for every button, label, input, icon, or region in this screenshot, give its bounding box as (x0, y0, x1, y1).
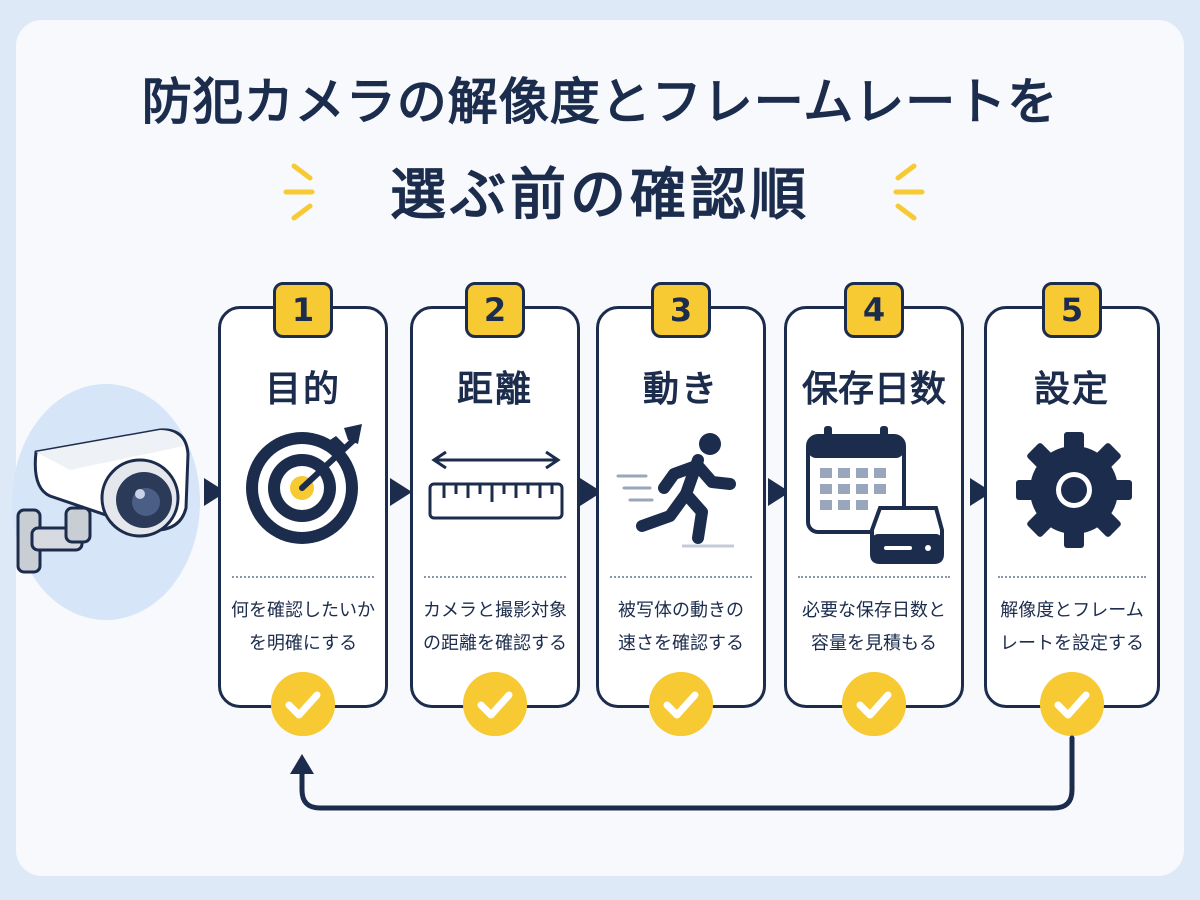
check-circle-icon (271, 672, 335, 736)
step-title-2: 距離 (456, 369, 533, 410)
step-number-badge-3: 3 (651, 282, 711, 338)
arrow-camera-to-step1 (204, 478, 226, 506)
running-person-icon (616, 433, 736, 548)
ruler-distance-icon (428, 450, 564, 520)
sparkle-right-icon (893, 163, 925, 221)
check-circle-icon (463, 672, 527, 736)
step-title-5: 設定 (1033, 369, 1110, 410)
step-number-badge-4: 4 (844, 282, 904, 338)
step-title-4: 保存日数 (801, 369, 946, 410)
arrow-step4-to-step5 (970, 478, 992, 506)
step-description-4: 必要な保存日数と 容量を見積もる (802, 600, 946, 654)
divider-3 (610, 576, 752, 578)
divider-5 (998, 576, 1146, 578)
divider-2 (424, 576, 566, 578)
step-description-1: 何を確認したいか を明確にする (231, 600, 375, 654)
gear-icon (1016, 432, 1132, 548)
step-description-3: 被写体の動きの 速さを確認する (618, 600, 744, 654)
sparkle-left-icon (283, 163, 315, 221)
step-description-5: 解像度とフレーム レートを設定する (1000, 600, 1144, 654)
divider-1 (232, 576, 374, 578)
step-title-1: 目的 (264, 369, 341, 410)
arrow-step2-to-step3 (580, 478, 602, 506)
title-line-2: 選ぶ前の確認順 (390, 163, 810, 228)
check-circle-icon (649, 672, 713, 736)
check-circle-icon (1040, 672, 1104, 736)
step-number-badge-1: 1 (273, 282, 333, 338)
step-number-badge-2: 2 (465, 282, 525, 338)
calendar-storage-icon (806, 426, 944, 564)
target-icon (246, 424, 362, 544)
step-description-2: カメラと撮影対象 の距離を確認する (423, 600, 567, 654)
security-camera-icon (16, 428, 190, 574)
step-number-badge-5: 5 (1042, 282, 1102, 338)
check-circle-icon (842, 672, 906, 736)
arrow-step3-to-step4 (768, 478, 790, 506)
step-title-3: 動き (642, 369, 719, 410)
arrow-step1-to-step2 (390, 478, 412, 506)
divider-4 (798, 576, 950, 578)
title-line-1: 防犯カメラの解像度とフレームレートを (141, 73, 1059, 131)
